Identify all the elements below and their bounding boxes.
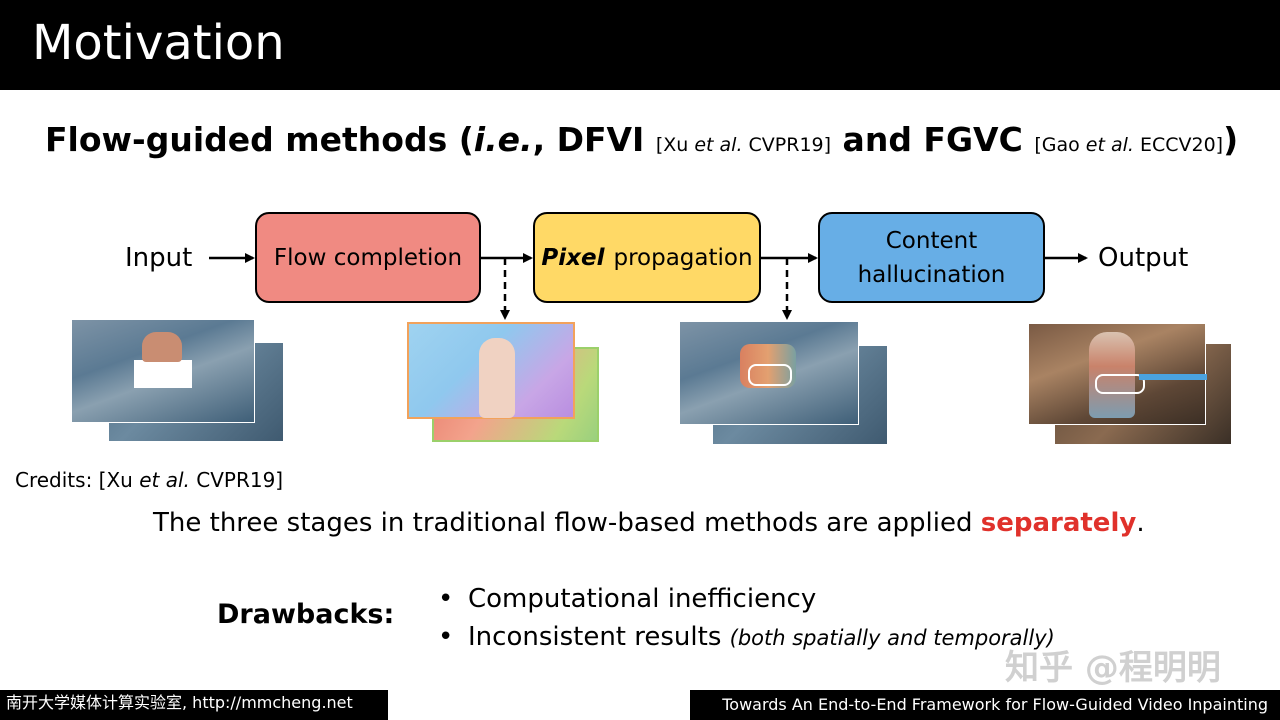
pixel-label-rest: propagation (613, 244, 753, 271)
input-person (142, 332, 182, 362)
input-mask (134, 360, 192, 388)
title-bar: Motivation (0, 0, 1280, 90)
slide-title: Motivation (32, 15, 285, 71)
credits: Credits: [Xu et al. CVPR19] (15, 468, 284, 492)
output-blue-stripe (1139, 374, 1207, 380)
drawbacks-list: Computational inefficiency Inconsistent … (438, 580, 1055, 657)
pixel-label-bold: Pixel (541, 244, 605, 271)
flow-completion-box: Flow completion (255, 212, 481, 303)
output-label: Output (1098, 243, 1189, 273)
drawbacks-label: Drawbacks: (217, 599, 395, 630)
output-frame-front (1028, 323, 1207, 425)
slide-subtitle: Flow-guided methods (i.e., DFVI [Xu et a… (45, 118, 1238, 167)
flow-frame-front (407, 322, 575, 419)
input-frame-front (71, 319, 255, 423)
subtitle-text: Flow-guided methods ( (45, 120, 474, 159)
subtitle-ie: i.e. (473, 120, 533, 159)
flow-person-silhouette (479, 338, 515, 418)
footer-lab: 南开大学媒体计算实验室, http://mmcheng.net (0, 690, 388, 720)
input-label: Input (125, 243, 193, 273)
statement-emphasis: separately (980, 508, 1137, 538)
content-hallucination-box: Content hallucination (818, 212, 1045, 303)
statement: The three stages in traditional flow-bas… (153, 508, 1145, 538)
citation-xu: [Xu et al. CVPR19] (655, 134, 832, 156)
citation-gao: [Gao et al. ECCV20] (1034, 134, 1224, 156)
drawback-item: Inconsistent results (both spatially and… (438, 618, 1055, 657)
pixel-frame-front (679, 321, 859, 425)
content-label-line1: Content (885, 227, 978, 254)
footer-paper-title: Towards An End-to-End Framework for Flow… (690, 690, 1280, 720)
output-hole-outline (1095, 374, 1145, 394)
content-label-line2: hallucination (857, 261, 1006, 288)
drawback-item: Computational inefficiency (438, 580, 1055, 618)
subtitle-close: ) (1223, 120, 1239, 159)
watermark: 知乎 @程明明 (1005, 648, 1221, 688)
flow-completion-label: Flow completion (273, 244, 463, 271)
subtitle-dfvi: , DFVI (532, 120, 656, 159)
pixel-hole-outline (748, 364, 792, 386)
pixel-propagation-box: Pixel propagation (533, 212, 761, 303)
subtitle-fgvc: and FGVC (831, 120, 1035, 159)
statement-text: The three stages in traditional flow-bas… (153, 508, 981, 538)
